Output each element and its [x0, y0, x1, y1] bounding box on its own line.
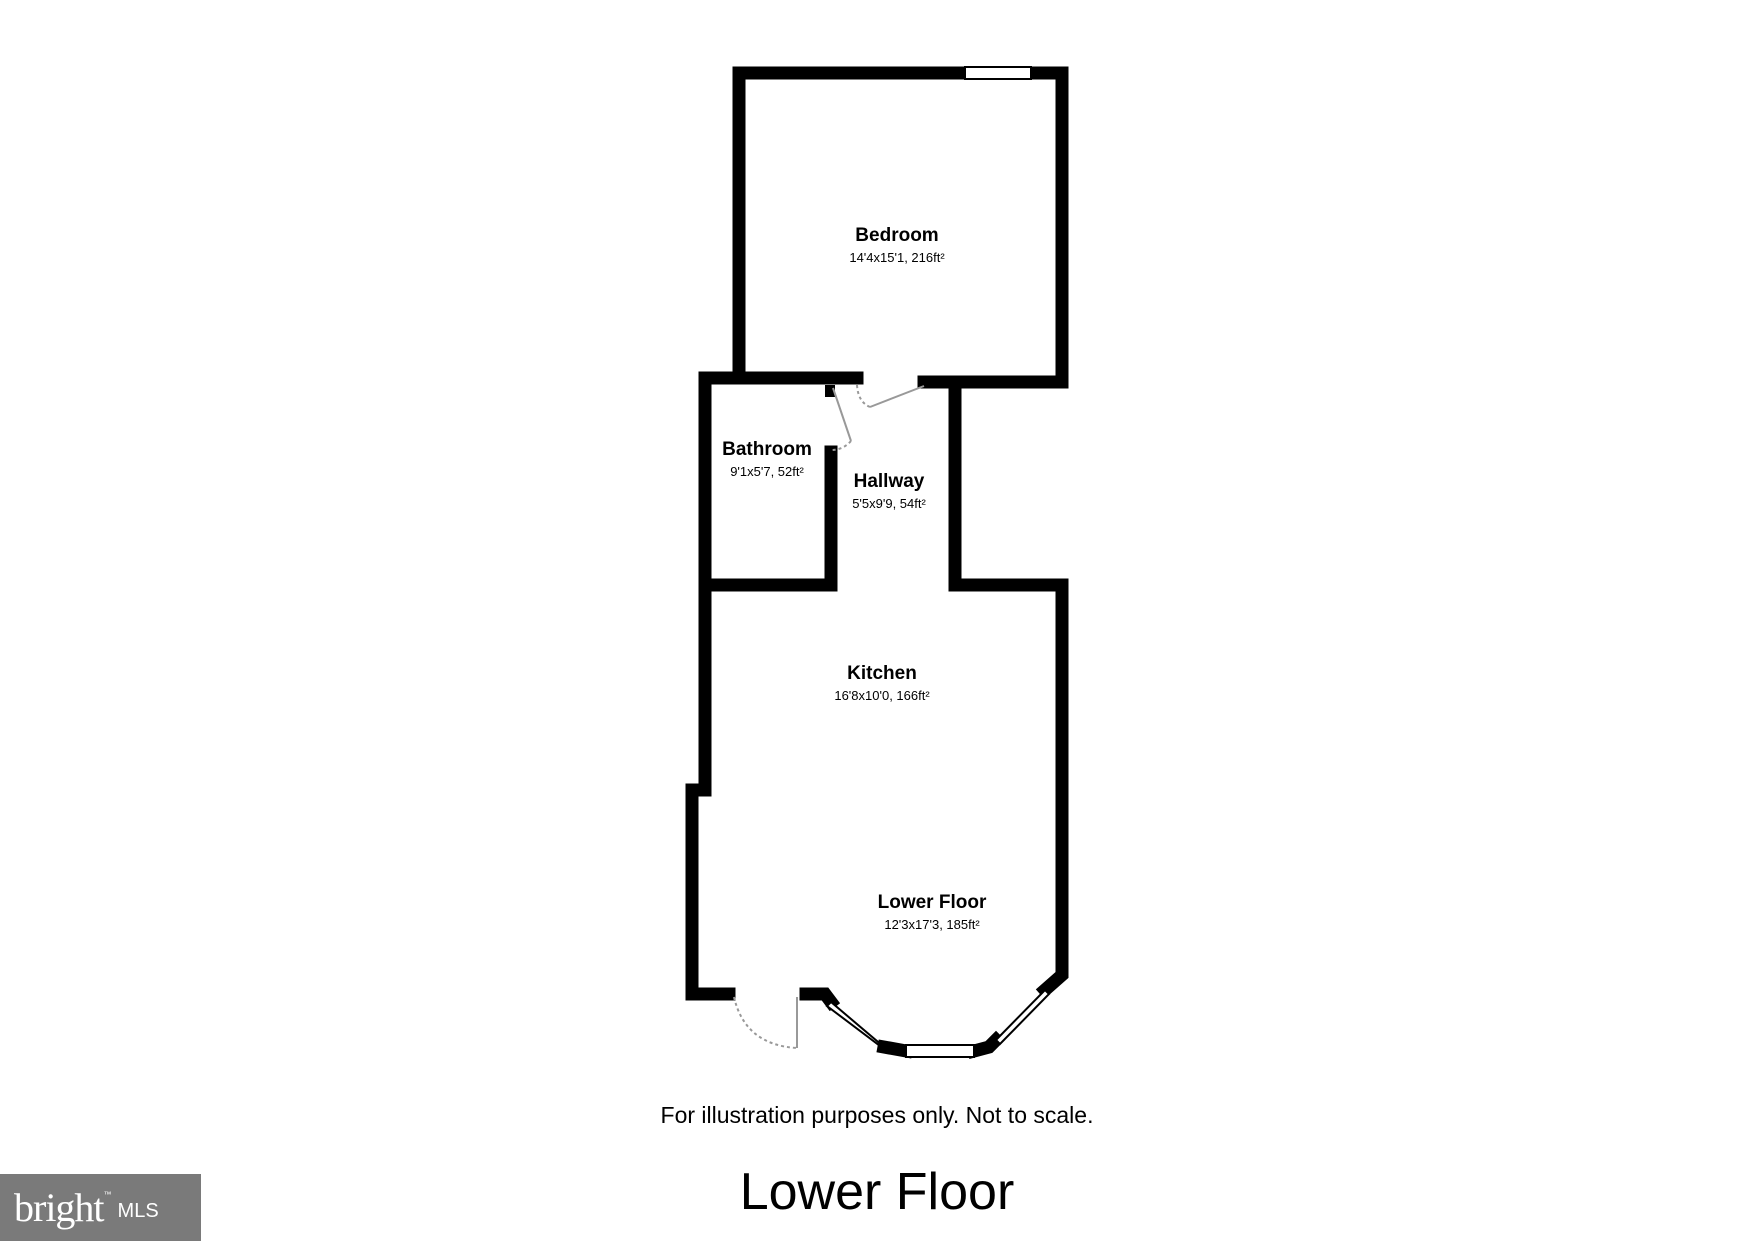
lower-floor-room-dims: 12'3x17'3, 185ft² [884, 917, 980, 932]
logo-trademark: ™ [103, 1190, 112, 1199]
bay-wall-left [799, 987, 841, 1012]
logo-word: bright [14, 1185, 105, 1230]
bright-mls-logo: bright ™ MLS [0, 1174, 201, 1241]
hallway-dims: 5'5x9'9, 54ft² [852, 496, 926, 511]
walls [685, 66, 1069, 1059]
windows [825, 66, 1051, 1058]
bathroom-dims: 9'1x5'7, 52ft² [730, 464, 804, 479]
bedroom-door-swing [856, 384, 871, 408]
kitchen-name: Kitchen [847, 663, 917, 684]
hallway-name: Hallway [854, 471, 925, 492]
bedroom-dims: 14'4x15'1, 216ft² [849, 250, 945, 265]
doors [733, 384, 925, 1049]
logo-mls: MLS [117, 1200, 159, 1222]
kitchen-dims: 16'8x10'0, 166ft² [834, 688, 930, 703]
bathroom-door-swing [830, 440, 852, 451]
bay-wall-bottom-right [966, 1030, 1006, 1059]
lower-floor-room-name: Lower Floor [878, 892, 987, 913]
bathroom-door-stub [825, 385, 835, 397]
bedroom-door-leaf [869, 385, 925, 408]
bedroom-window [964, 66, 1032, 80]
entry-door-swing [733, 996, 798, 1049]
bay-wall-bottom-left [876, 1039, 914, 1059]
bay-window-center [905, 1044, 975, 1058]
lower-floor-wall-left [685, 783, 736, 1001]
bay-window-right [994, 988, 1051, 1046]
disclaimer-text: For illustration purposes only. Not to s… [660, 1102, 1094, 1128]
lower-floor-wall-right [1035, 578, 1069, 1000]
bedroom-wall-right [917, 66, 1069, 389]
bedroom-name: Bedroom [855, 225, 938, 246]
bathroom-name: Bathroom [722, 439, 812, 460]
room-labels: Bedroom 14'4x15'1, 216ft² Bathroom 9'1x5… [722, 225, 987, 932]
hallway-wall-right [948, 381, 1069, 592]
floor-title: Lower Floor [739, 1163, 1015, 1221]
bathroom-door-leaf [832, 387, 852, 442]
bay-window-left [825, 1000, 885, 1052]
